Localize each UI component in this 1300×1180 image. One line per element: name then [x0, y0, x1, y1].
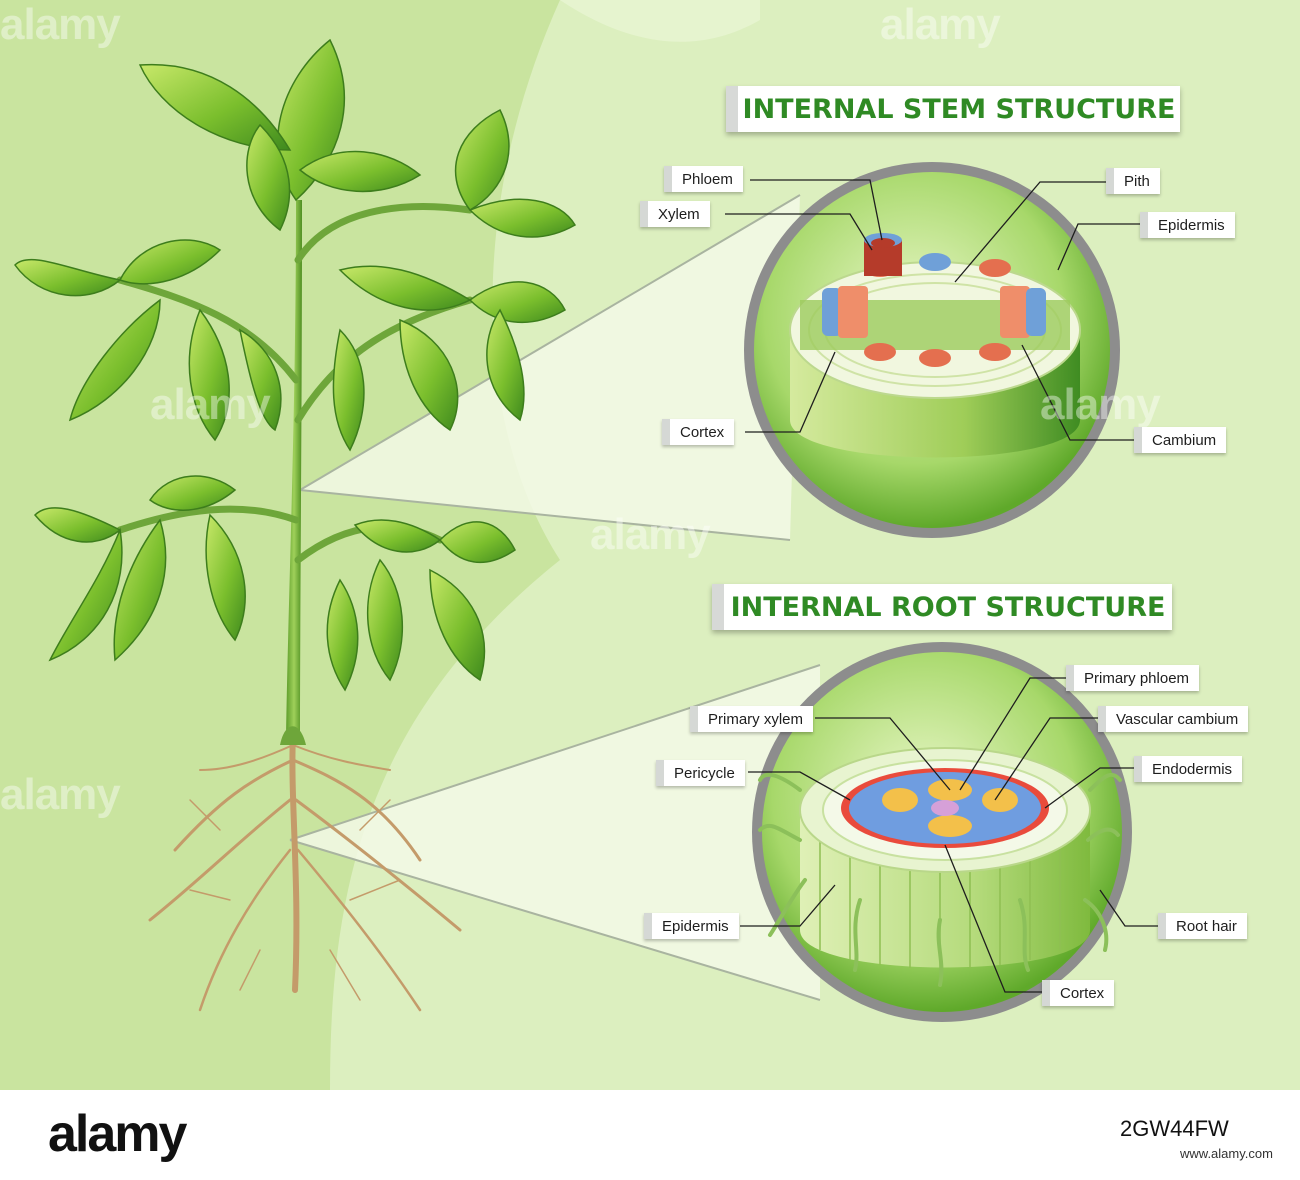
plant-illustration: [14, 38, 577, 1012]
footer-url: www.alamy.com: [1180, 1146, 1273, 1161]
watermark-top-left: alamy: [0, 0, 121, 49]
label-primary-xylem: Primary xylem: [690, 706, 814, 732]
watermark-top-right: alamy: [880, 0, 1001, 49]
label-pith: Pith: [1106, 168, 1160, 194]
watermark-mid-right: alamy: [1040, 380, 1161, 429]
stem-zoom-wedge: [300, 195, 800, 540]
label-xylem: Xylem: [640, 201, 710, 227]
root-title: INTERNAL ROOT STRUCTURE: [712, 584, 1172, 630]
label-phloem: Phloem: [664, 166, 743, 192]
plant-roots: [148, 732, 462, 1012]
watermark-lower-left: alamy: [0, 770, 121, 819]
label-stem-cortex: Cortex: [662, 419, 735, 445]
stem-title: INTERNAL STEM STRUCTURE: [726, 86, 1180, 132]
label-stem-epidermis: Epidermis: [1140, 212, 1235, 238]
footer-logo: alamy: [48, 1105, 187, 1163]
leader-lines: [725, 179, 1160, 993]
stock-footer: alamy 2GW44FW www.alamy.com: [0, 1090, 1300, 1180]
label-cambium: Cambium: [1134, 427, 1227, 453]
label-root-cortex: Cortex: [1042, 980, 1115, 1006]
label-vascular-cambium: Vascular cambium: [1098, 706, 1249, 732]
footer-image-id: 2GW44FW: [1120, 1116, 1229, 1141]
label-root-epidermis: Epidermis: [644, 913, 739, 939]
stem-cross-section: [744, 162, 1120, 538]
label-endodermis: Endodermis: [1134, 756, 1243, 782]
root-cross-section: [752, 642, 1132, 1022]
watermark-mid-left: alamy: [150, 380, 271, 429]
label-root-hair: Root hair: [1158, 913, 1247, 939]
watermark-center: alamy: [590, 510, 711, 559]
label-primary-phloem: Primary phloem: [1066, 665, 1200, 691]
label-pericycle: Pericycle: [656, 760, 745, 786]
